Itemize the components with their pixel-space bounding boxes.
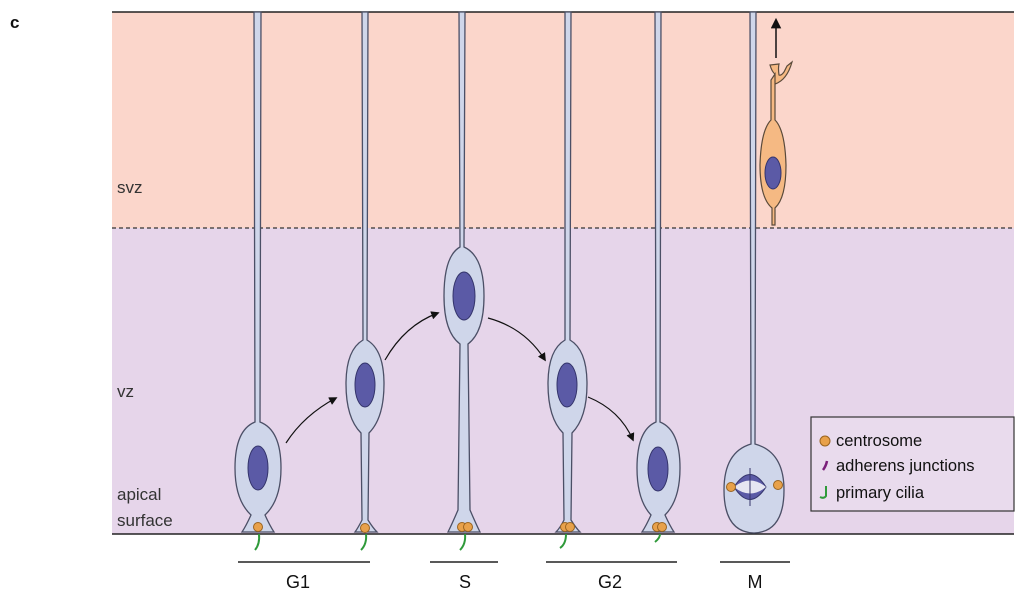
primary-cilium	[459, 533, 467, 551]
arrow-g2-to-g2	[587, 396, 635, 442]
nucleus	[647, 446, 669, 492]
centrosome	[463, 522, 473, 532]
arrow-g1-to-g1	[285, 397, 338, 444]
nucleus	[452, 271, 476, 321]
legend-centrosome-swatch	[819, 435, 831, 447]
arrow-g1-to-s	[384, 311, 440, 361]
centrosome	[565, 522, 575, 532]
vz-label: vz	[117, 382, 134, 401]
centrosome	[726, 482, 736, 492]
phase-brackets: G1 S G2 M	[238, 561, 790, 592]
migrating-daughter-cell	[759, 17, 794, 226]
primary-cilium	[360, 533, 368, 551]
cell-g2-late	[636, 11, 681, 543]
primary-cilium	[254, 533, 261, 551]
svz-zone	[112, 12, 1014, 228]
legend-adherens-swatch	[821, 460, 829, 471]
phase-label-s: S	[459, 572, 471, 592]
phase-label-m: M	[748, 572, 763, 592]
nucleus	[354, 362, 376, 408]
apical-label-line2: surface	[117, 511, 173, 530]
legend: centrosome adherens junctions primary ci…	[810, 416, 1015, 512]
apical-label-line1: apical	[117, 485, 161, 504]
phase-label-g2: G2	[598, 572, 622, 592]
legend-cilia-swatch	[819, 486, 827, 499]
primary-cilium	[654, 533, 661, 543]
cell-s-phase	[443, 11, 485, 551]
centrosome	[657, 522, 667, 532]
nuclear-migration-arrows	[285, 311, 635, 444]
nucleus	[556, 362, 578, 408]
centrosome	[253, 522, 263, 532]
arrow-s-to-g2	[487, 317, 546, 362]
cell-g1-late	[345, 11, 385, 551]
panel-letter: c	[10, 13, 19, 32]
cell-m-phase	[723, 11, 785, 534]
legend-adherens-label: adherens junctions	[836, 457, 975, 475]
svz-label: svz	[117, 178, 143, 197]
cell-g1-early	[234, 11, 282, 551]
centrosome	[773, 480, 783, 490]
legend-centrosome-label: centrosome	[836, 432, 922, 450]
cell-g2-early	[547, 11, 588, 549]
legend-cilia-label: primary cilia	[836, 484, 925, 502]
primary-cilium	[559, 533, 567, 549]
phase-label-g1: G1	[286, 572, 310, 592]
centrosome	[360, 523, 370, 533]
nucleus	[764, 156, 782, 190]
nucleus	[247, 445, 269, 491]
